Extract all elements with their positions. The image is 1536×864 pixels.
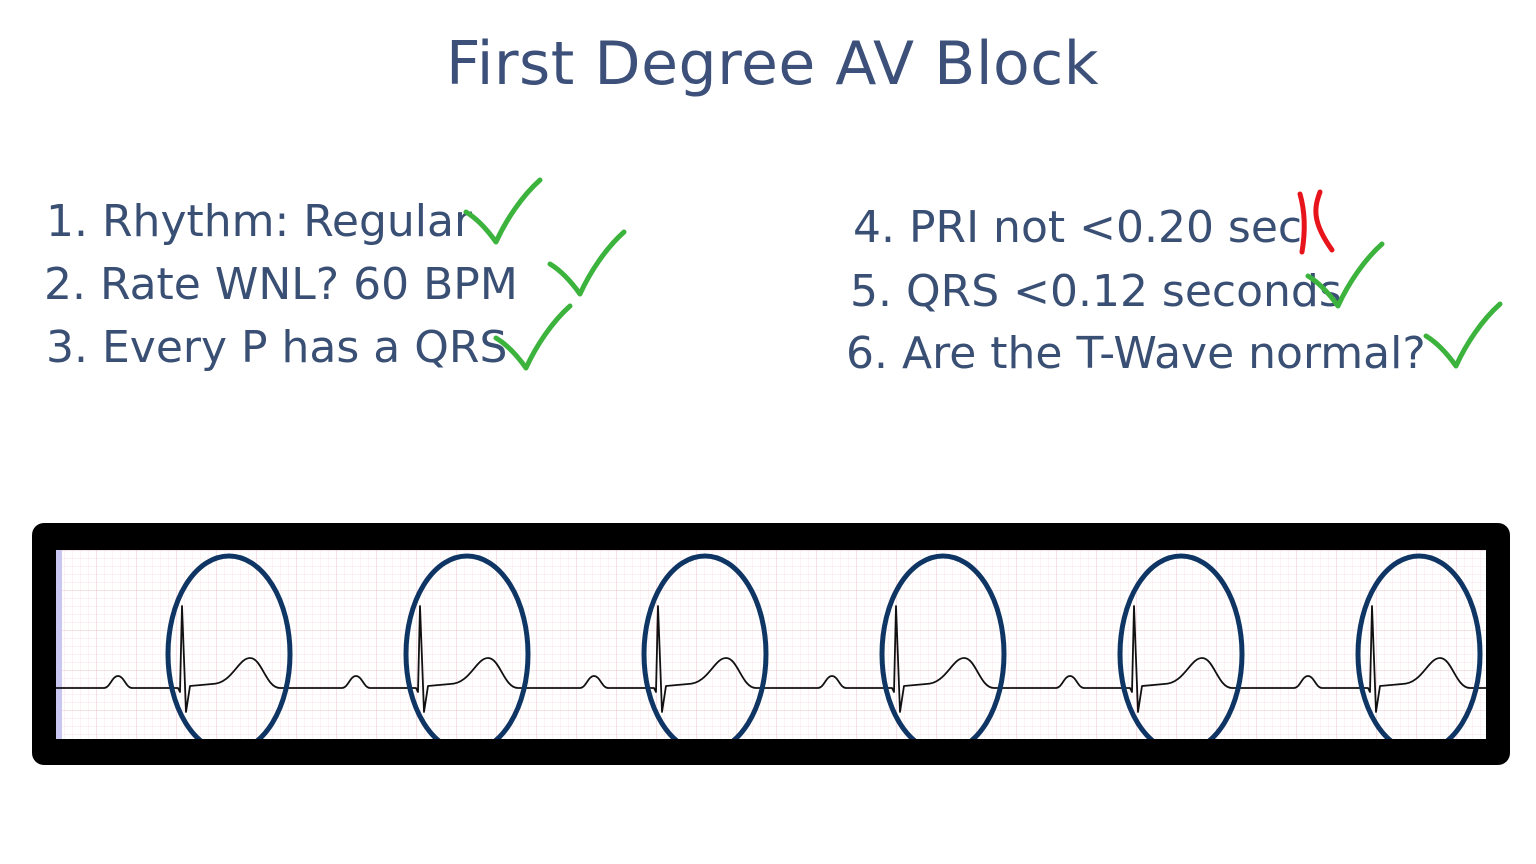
- checkmark-icon-1: [463, 177, 543, 245]
- criterion-3: 3. Every P has a QRS: [46, 320, 507, 376]
- criterion-2-number: 2.: [44, 259, 86, 310]
- criterion-1-number: 1.: [46, 196, 88, 247]
- criterion-1-text: Rhythm: Regular: [101, 196, 473, 247]
- criterion-6: 6. Are the T-Wave normal?: [846, 326, 1426, 382]
- checkmark-icon-5: [1305, 241, 1385, 309]
- qrs-complex-circle: [403, 553, 531, 739]
- criterion-5-text: QRS <0.12 seconds: [905, 266, 1342, 317]
- ecg-grid: [56, 550, 1486, 739]
- ecg-rhythm-strip: [56, 550, 1486, 739]
- ecg-strip: [56, 550, 1486, 739]
- criterion-6-number: 6.: [846, 328, 888, 379]
- criterion-1: 1. Rhythm: Regular: [46, 194, 472, 250]
- qrs-complex-circle: [641, 553, 769, 739]
- qrs-complex-circle: [879, 553, 1007, 739]
- criterion-4-text: PRI not <0.20 sec: [908, 202, 1303, 253]
- qrs-complex-circle: [1355, 553, 1483, 739]
- ecg-trace-line: [56, 605, 1486, 713]
- criterion-3-text: Every P has a QRS: [101, 322, 508, 373]
- criterion-5-number: 5.: [850, 266, 892, 317]
- cross-icon: [1297, 189, 1335, 255]
- criterion-4-number: 4.: [853, 202, 895, 253]
- criterion-2: 2. Rate WNL? 60 BPM: [44, 257, 518, 313]
- qrs-complex-circle: [165, 553, 293, 739]
- strip-edge-marker: [56, 550, 62, 739]
- slide-title: First Degree AV Block: [446, 29, 1099, 99]
- criterion-4: 4. PRI not <0.20 sec: [853, 200, 1302, 256]
- criterion-5: 5. QRS <0.12 seconds: [850, 264, 1342, 320]
- checkmark-icon-6: [1423, 301, 1503, 369]
- checkmark-icon-3: [493, 303, 573, 371]
- criterion-2-text: Rate WNL? 60 BPM: [99, 259, 518, 310]
- criterion-3-number: 3.: [46, 322, 88, 373]
- qrs-complex-circle: [1117, 553, 1245, 739]
- criterion-6-text: Are the T-Wave normal?: [901, 328, 1426, 379]
- checkmark-icon-2: [547, 229, 627, 297]
